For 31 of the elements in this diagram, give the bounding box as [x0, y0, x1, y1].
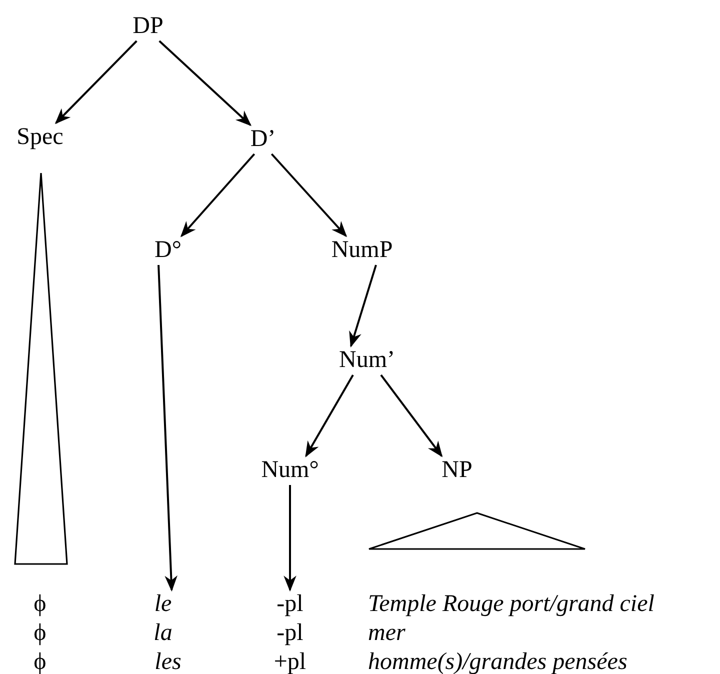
- arrow: [284, 485, 296, 592]
- roof-triangle: [368, 512, 586, 550]
- null-symbol: ϕ: [34, 591, 46, 617]
- node-label: NP: [442, 457, 472, 483]
- arrow: [158, 264, 178, 592]
- terminal-text: -pl: [276, 591, 304, 617]
- node-label: D°: [154, 237, 182, 263]
- node-label: D’: [250, 126, 276, 152]
- roof-triangle: [14, 172, 68, 565]
- arrow: [305, 374, 354, 458]
- node-label: NumP: [331, 237, 393, 263]
- table-text: les: [154, 649, 182, 674]
- terminal-text: le: [154, 591, 172, 617]
- table-text: mer: [368, 620, 406, 646]
- null-symbol: ϕ: [34, 649, 46, 674]
- table-text: la: [154, 620, 172, 646]
- arrow: [349, 264, 377, 348]
- node-label: Num’: [339, 347, 395, 373]
- arrow: [180, 153, 256, 238]
- arrow: [380, 374, 443, 458]
- arrow: [270, 153, 348, 238]
- node-label: DP: [132, 13, 164, 39]
- arrow: [54, 40, 138, 124]
- table-text: +pl: [274, 649, 306, 674]
- null-symbol: ϕ: [34, 620, 46, 646]
- table-text: Temple Rouge port/grand ciel: [368, 591, 654, 617]
- node-label: Spec: [16, 124, 64, 150]
- table-text: -pl: [276, 620, 304, 646]
- arrow: [158, 40, 252, 126]
- table-text: homme(s)/grandes pensées: [368, 649, 628, 674]
- node-label: Num°: [261, 457, 319, 483]
